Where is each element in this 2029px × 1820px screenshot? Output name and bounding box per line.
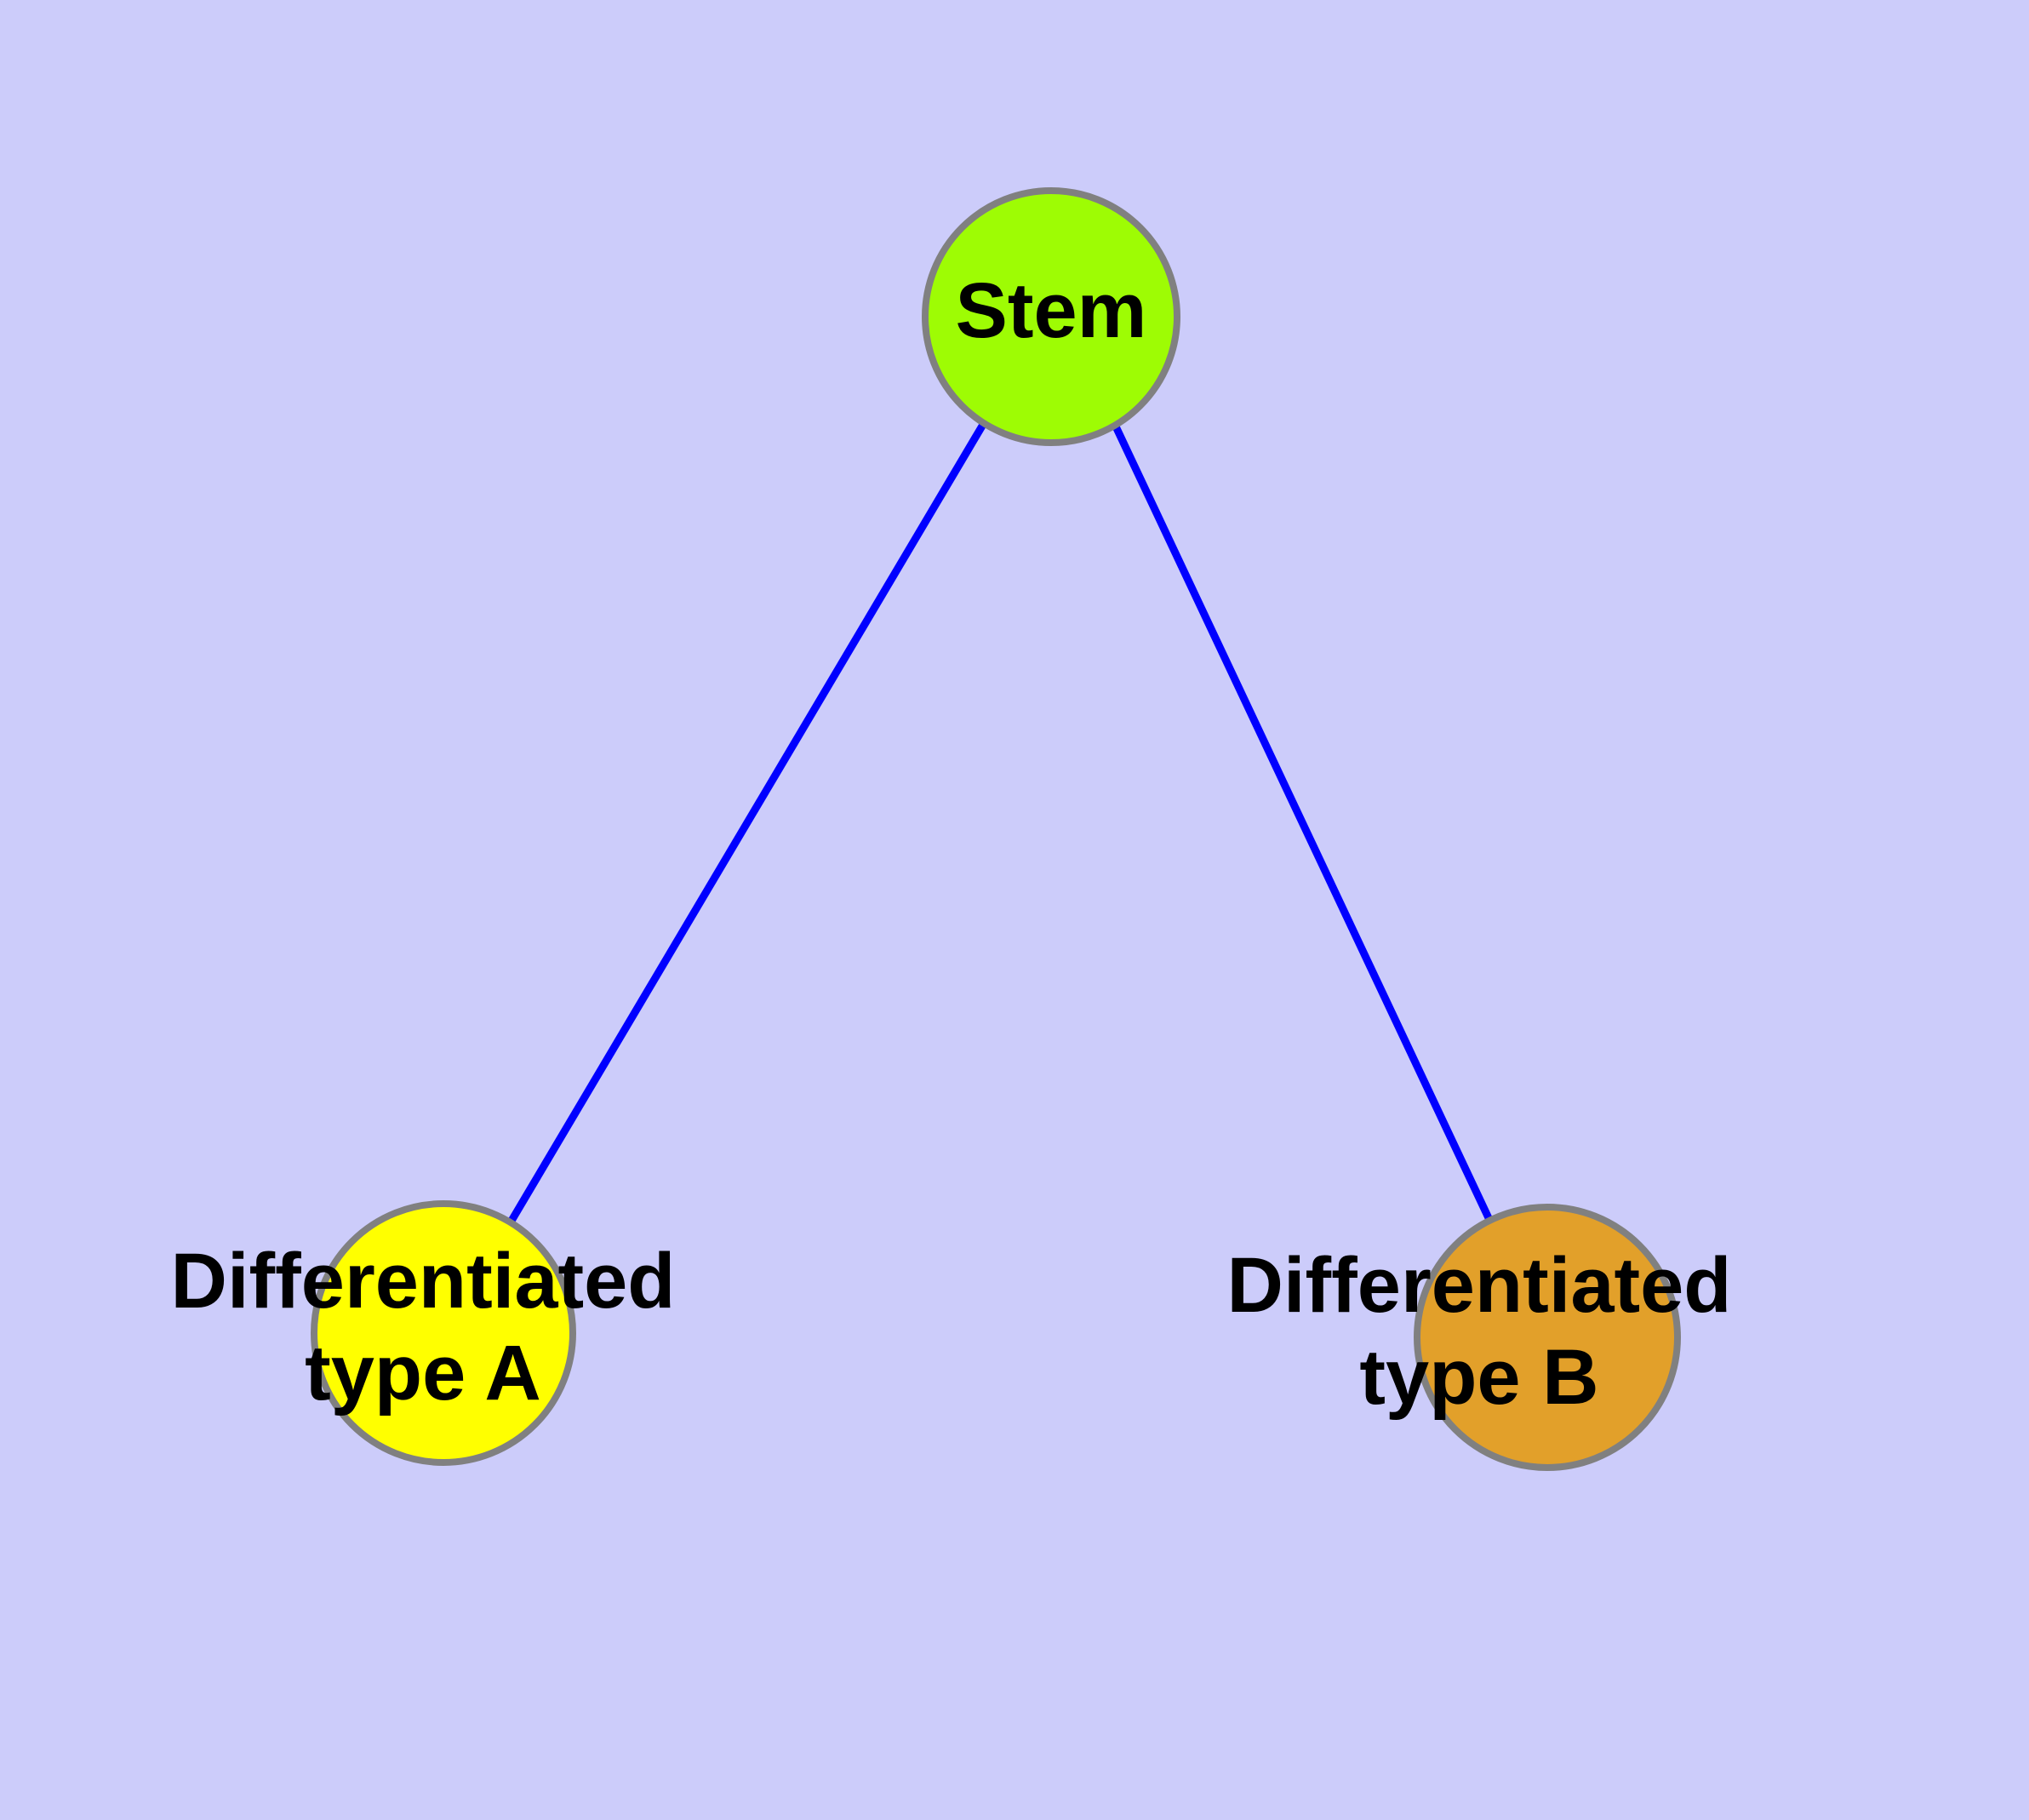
edges-layer [508,421,1495,1223]
node-label-line: Differentiated [171,1238,676,1325]
node-label-line: Stem [956,267,1147,354]
nodes-layer [311,187,1681,1471]
node-label-line: type A [305,1330,541,1417]
node-label-line: Differentiated [1227,1242,1732,1329]
node-stem[interactable] [922,187,1180,446]
edge-stem-to-diff-b[interactable] [1112,425,1495,1223]
node-label-stem: Stem [956,267,1147,354]
edge-stem-to-diff-a[interactable] [508,421,987,1223]
node-label-line: type B [1359,1334,1598,1421]
node-diff_b[interactable] [1414,1204,1681,1471]
node-diff_a[interactable] [311,1200,576,1466]
